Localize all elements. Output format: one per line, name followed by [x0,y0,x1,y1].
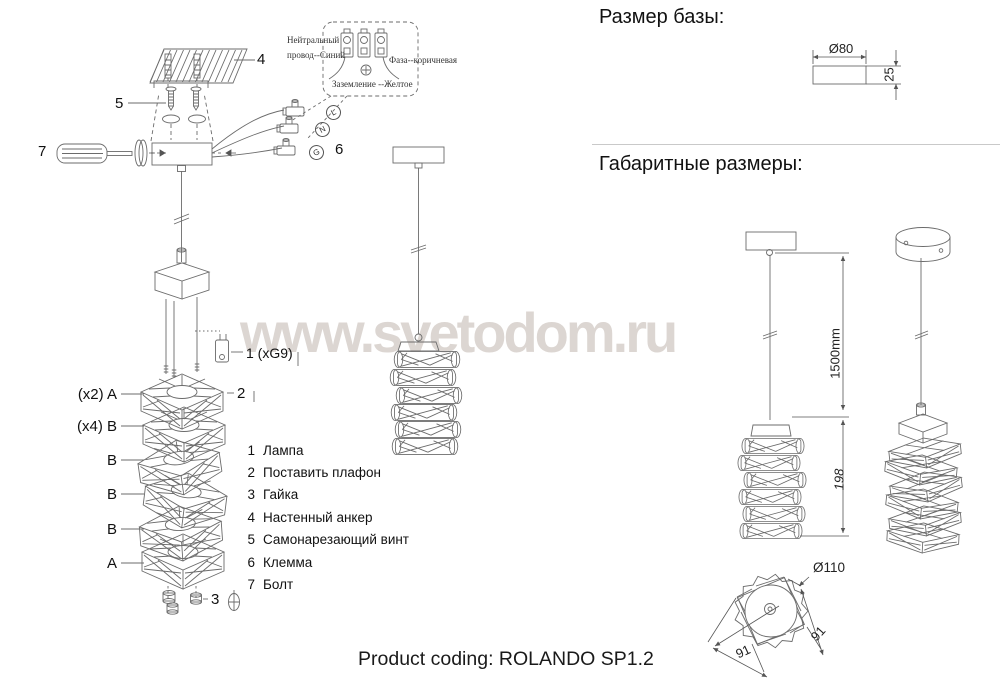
base-size-title: Размер базы: [599,6,725,28]
nuts [162,586,240,615]
top-view [707,573,824,678]
callout-3-nut: 3 [211,591,220,608]
dim-suspension-length: 1500mm [827,328,843,379]
base-size-drawing [812,50,901,100]
dim-base-height: 25 [881,67,897,82]
wiring-ground-label: Заземление --Желтое [332,79,413,89]
callout-7-bolt: 7 [38,143,47,160]
wires [211,109,285,158]
holder-box [153,247,211,300]
g9-bulb [195,330,243,363]
overall-size-title: Габаритные размеры: [599,153,803,175]
stack-label-3: B [106,486,117,503]
stack-label-1: (x4) B [76,418,117,435]
bolt-guides [149,149,236,157]
front-dimension-view [737,231,849,540]
stack-label-leaders [121,393,144,564]
callout-terminal-blocks [340,28,388,58]
exploded-shade-stack [135,373,230,590]
callout-5-screw: 5 [115,95,124,112]
self-tapping-screw [165,86,202,111]
terminal-clamps [273,99,305,156]
canopy-holes [162,114,206,124]
canopy-assembly [151,142,213,262]
mounting-bracket [128,80,209,111]
callout-4-anchor: 4 [257,51,266,68]
dim-shade-diameter: Ø110 [812,560,846,575]
callout-2-shade: 2 [237,385,246,402]
watermark: www.svetodom.ru [240,301,678,364]
tick-marks [253,352,299,402]
stack-label-5: A [106,555,117,572]
wiring-neutral-label: Нейтральный провод--Синий [287,35,346,60]
screwdriver [56,139,148,167]
alignment-guides [150,92,214,142]
hanging-rods [163,297,200,378]
stack-label-0: (x2) A [77,386,117,403]
wiring-phase-label: Фаза--коричневая [389,55,457,65]
dim-shade-height: 198 [831,468,847,491]
section-divider [592,144,1000,145]
stack-label-4: B [106,521,117,538]
callout-1-lamp: 1 (xG9) [246,345,293,361]
ceiling-hatch [149,48,255,90]
dim-base-diameter: Ø80 [828,41,854,56]
finial [228,590,240,611]
wiring-callout-bubble [290,21,419,139]
ground-symbol [360,64,372,76]
perspective-view [883,227,965,556]
callout-6-clamp: 6 [335,141,344,158]
assembled-pendant [389,146,463,456]
product-coding: Product coding: ROLANDO SP1.2 [358,648,654,670]
stack-label-2: B [106,452,117,469]
